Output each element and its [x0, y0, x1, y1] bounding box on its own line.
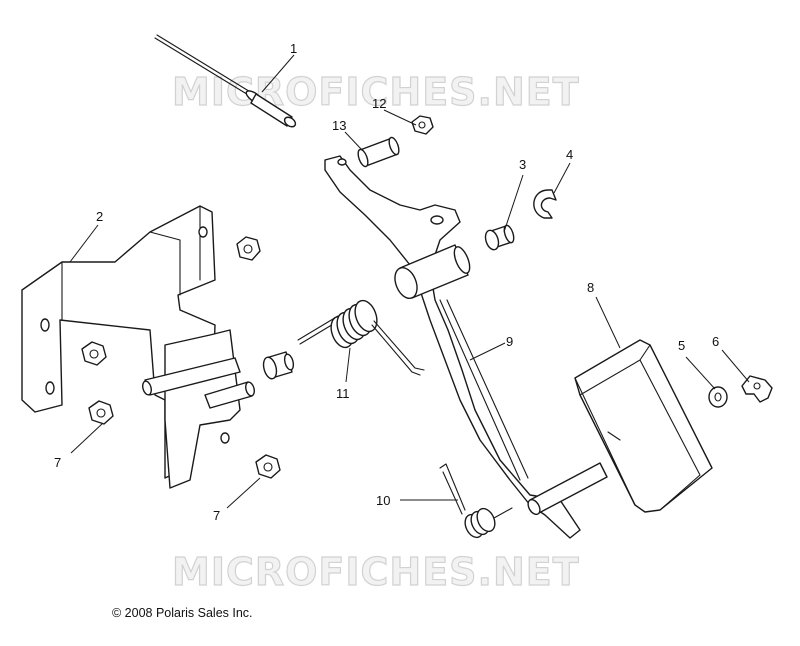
callout-3: 3 — [519, 157, 526, 172]
callout-1: 1 — [290, 41, 297, 56]
copyright-notice: © 2008 Polaris Sales Inc. — [112, 606, 253, 620]
watermark-top: MICROFICHES.NET — [172, 70, 580, 114]
callout-7-left: 7 — [54, 455, 61, 470]
watermark-bottom: MICROFICHES.NET — [172, 550, 580, 594]
callout-2: 2 — [96, 209, 103, 224]
pedal-pad-part-8 — [574, 339, 713, 513]
nut-part-12 — [411, 115, 434, 135]
callout-7-right: 7 — [213, 508, 220, 523]
bushing-left — [262, 351, 295, 380]
callout-8: 8 — [587, 280, 594, 295]
bushing-part-3 — [484, 224, 515, 251]
pin-part-13 — [357, 136, 400, 168]
pedal-lever-part-9 — [324, 155, 608, 539]
bracket-part-2 — [21, 205, 255, 489]
spring-part-11 — [297, 299, 425, 376]
clip-part-6 — [741, 375, 773, 403]
cable-part-1 — [154, 34, 297, 128]
callout-10: 10 — [376, 493, 390, 508]
callout-11: 11 — [336, 386, 350, 401]
washer-part-5 — [708, 386, 728, 408]
callout-6: 6 — [712, 334, 719, 349]
callout-13: 13 — [332, 118, 346, 133]
nut-part-7-group — [81, 236, 281, 479]
e-clip-part-4 — [533, 189, 557, 219]
callout-5: 5 — [678, 338, 685, 353]
callout-12: 12 — [372, 96, 386, 111]
leader-lines — [69, 54, 750, 509]
return-spring-part-10 — [439, 463, 513, 539]
callout-9: 9 — [506, 334, 513, 349]
callout-4: 4 — [566, 147, 573, 162]
